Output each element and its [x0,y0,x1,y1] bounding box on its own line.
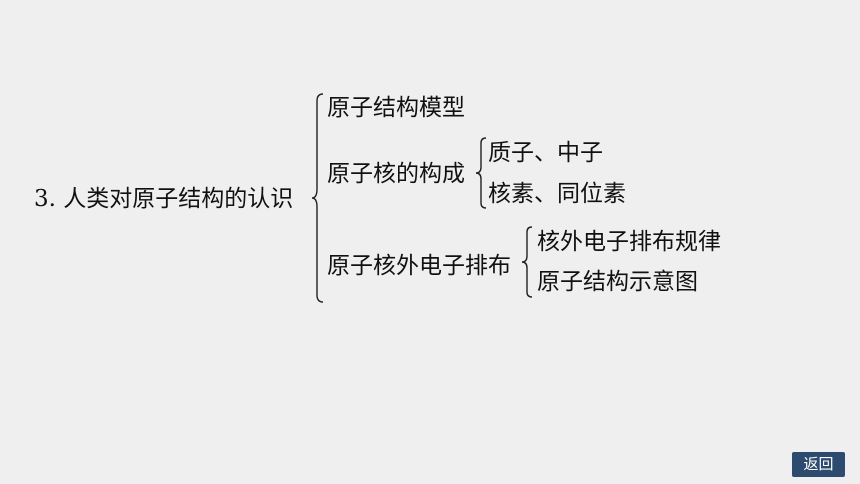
electron-brace [521,226,533,298]
back-button[interactable]: 返回 [792,452,845,477]
branch-nucleus-composition: 原子核的构成 [327,161,465,187]
outline-root: 3. 人类对原子结构的认识 [34,186,294,212]
main-brace [311,93,324,303]
nucleus-item-protons-neutrons: 质子、中子 [488,140,603,166]
branch-atomic-model: 原子结构模型 [327,95,465,121]
electron-item-rules: 核外电子排布规律 [537,229,721,255]
nucleus-item-nuclides-isotopes: 核素、同位素 [488,181,626,207]
electron-item-diagram: 原子结构示意图 [537,269,698,295]
nucleus-brace [475,137,487,209]
branch-electron-arrangement: 原子核外电子排布 [327,253,511,279]
